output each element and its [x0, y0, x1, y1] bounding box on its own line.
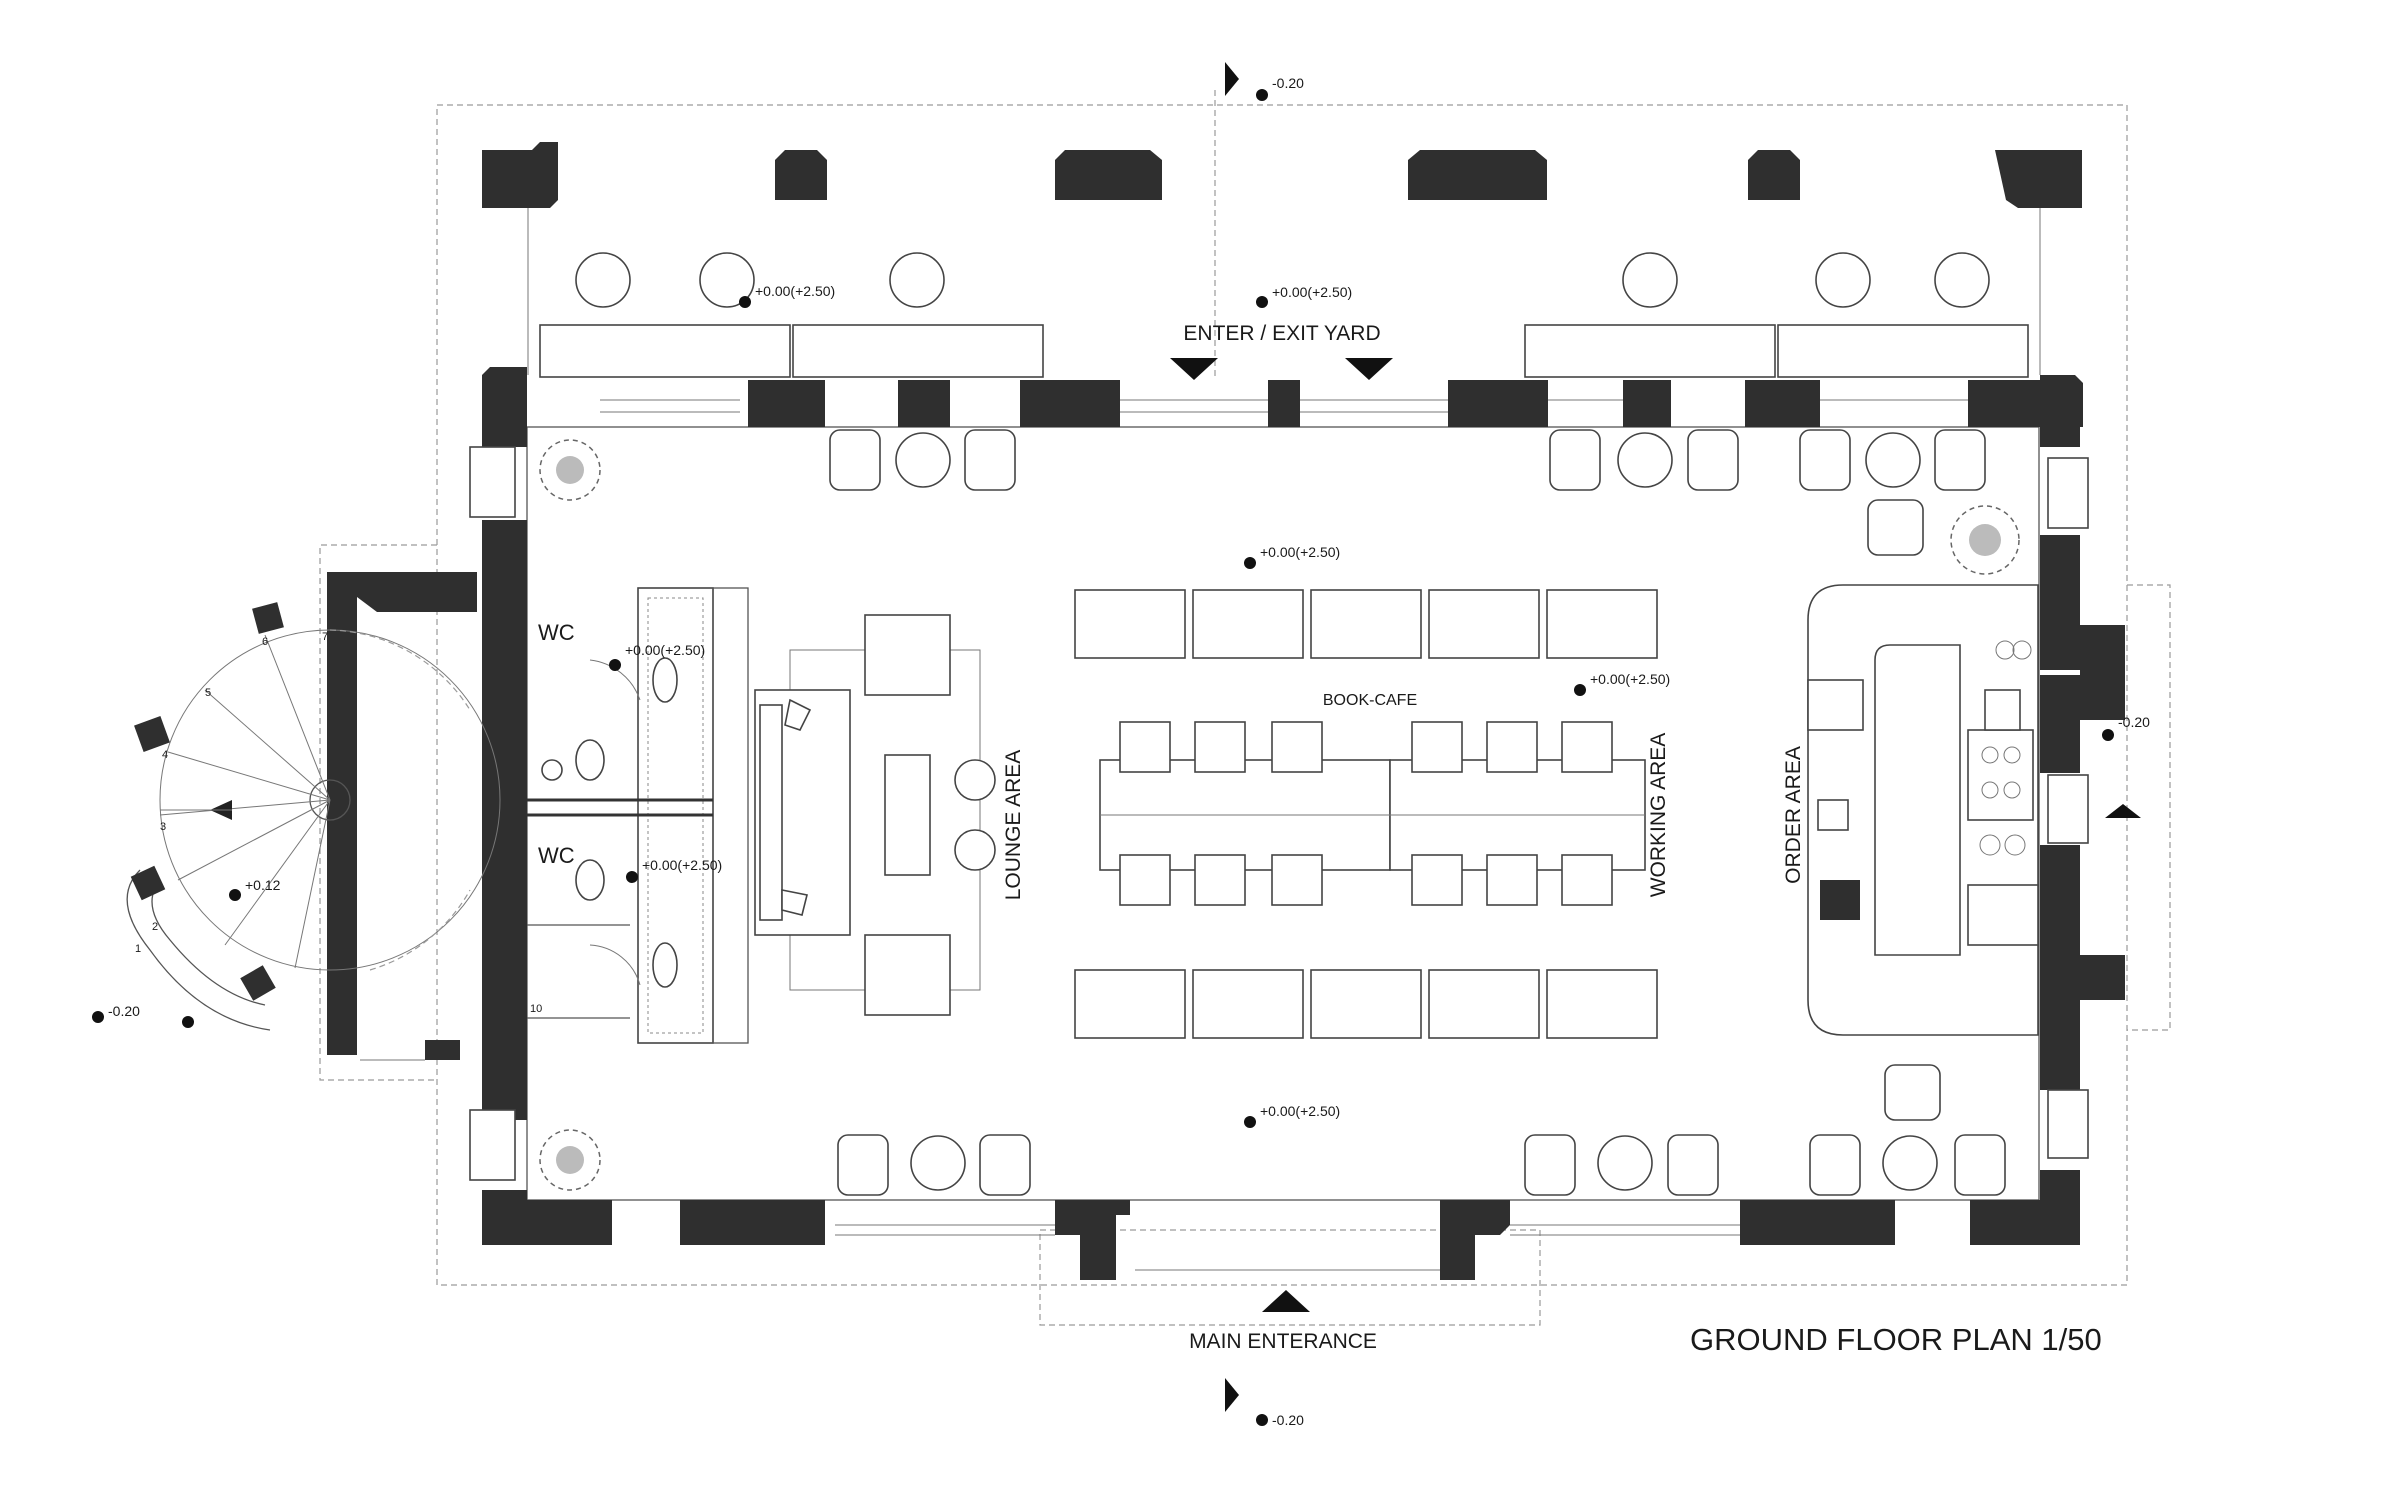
level-label: +0.12: [245, 877, 281, 893]
step-number: 3: [160, 821, 166, 833]
room-label-lounge: LOUNGE AREA: [1002, 750, 1025, 901]
step-number: 2: [152, 921, 158, 933]
lounge-furniture: [754, 614, 996, 1016]
room-label-wc: WC: [538, 843, 575, 868]
room-label-enter-exit: ENTER / EXIT YARD: [1183, 322, 1380, 345]
step-number: 6: [262, 636, 268, 648]
step-number: 7: [322, 631, 328, 643]
level-label: +0.00(+2.50): [1260, 1103, 1340, 1119]
room-label-book-cafe: BOOK-CAFE: [1323, 692, 1417, 709]
order-counter: [1807, 584, 2039, 1036]
step-number: 1: [135, 943, 141, 955]
room-label-working: WORKING AREA: [1647, 733, 1670, 898]
yard-area: [527, 90, 2041, 380]
cafe-furniture: [1074, 589, 1658, 1039]
door-tag: 10: [530, 1003, 542, 1015]
room-label-main-entrance: MAIN ENTERANCE: [1189, 1330, 1377, 1353]
room-label-order: ORDER AREA: [1782, 746, 1805, 884]
level-label: -0.20: [1272, 1412, 1304, 1428]
level-label: -0.20: [1272, 75, 1304, 91]
step-number: 4: [162, 749, 168, 761]
yard-piers: [482, 142, 2082, 208]
step-number: 5: [205, 687, 211, 699]
entry-arrows: [1170, 62, 2141, 1412]
level-label: +0.00(+2.50): [1260, 544, 1340, 560]
round-table-sets: [829, 429, 2006, 1196]
level-label: -0.20: [108, 1003, 140, 1019]
level-marker-icons: [92, 89, 2114, 1426]
level-labels: -0.20 -0.20 -0.20 -0.20 +0.00(+2.50) +0.…: [108, 75, 2150, 1428]
drawing-title: GROUND FLOOR PLAN 1/50: [1690, 1322, 2102, 1357]
level-label: +0.00(+2.50): [755, 283, 835, 299]
room-label-wc: WC: [538, 620, 575, 645]
level-label: -0.20: [2118, 714, 2150, 730]
level-label: +0.00(+2.50): [625, 642, 705, 658]
level-label: +0.00(+2.50): [642, 857, 722, 873]
spiral-stair: 6 7 5 4 3 2 1: [126, 572, 501, 1061]
building-shell: [469, 367, 2125, 1280]
level-label: +0.00(+2.50): [1590, 671, 1670, 687]
wc-block: WC WC 10: [527, 587, 749, 1044]
level-label: +0.00(+2.50): [1272, 284, 1352, 300]
room-labels: ENTER / EXIT YARD MAIN ENTERANCE BOOK-CA…: [1002, 322, 1805, 1353]
terrace-outline: [319, 104, 2171, 1326]
plant-icon: [539, 439, 2020, 1191]
